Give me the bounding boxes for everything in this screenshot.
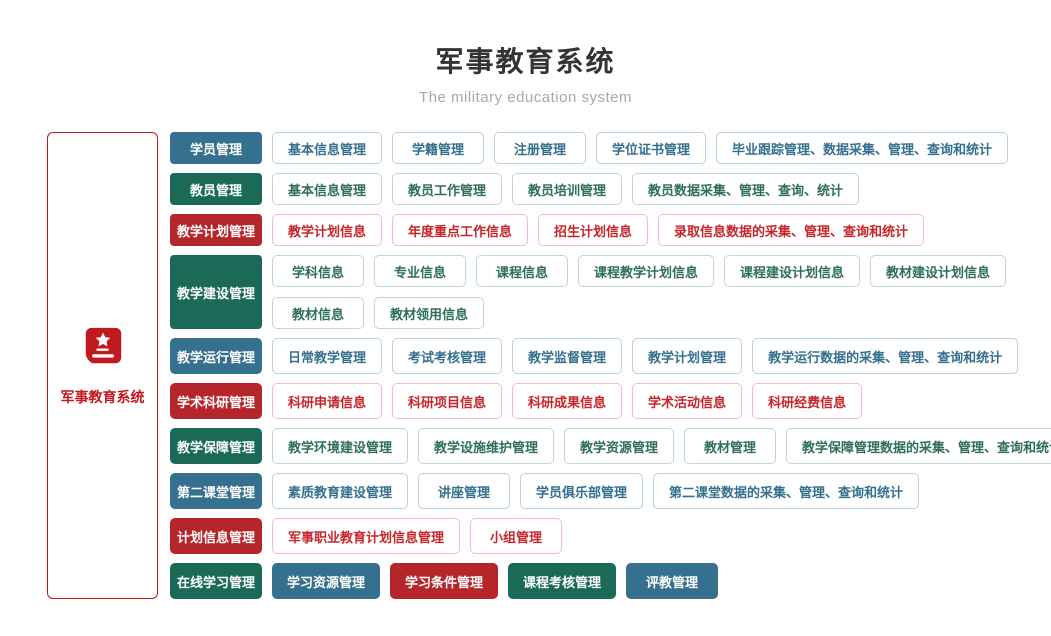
submodule-group: 素质教育建设管理讲座管理学员俱乐部管理第二课堂数据的采集、管理、查询和统计 [272,473,920,509]
module-button[interactable]: 教学建设管理 [170,255,262,329]
submodule-groups: 日常教学管理考试考核管理教学监督管理教学计划管理教学运行数据的采集、管理、查询和… [272,338,1019,374]
submodule-button[interactable]: 教材信息 [272,297,364,329]
submodule-groups: 科研申请信息科研项目信息科研成果信息学术活动信息科研经费信息 [272,383,863,419]
submodule-group: 科研申请信息科研项目信息科研成果信息学术活动信息科研经费信息 [272,383,863,419]
submodule-button[interactable]: 讲座管理 [418,473,511,509]
submodule-button[interactable]: 注册管理 [494,132,587,164]
module-button[interactable]: 在线学习管理 [170,563,262,599]
submodule-button[interactable]: 教员工作管理 [392,173,503,205]
submodule-groups: 教学计划信息年度重点工作信息招生计划信息录取信息数据的采集、管理、查询和统计 [272,214,925,246]
module-button[interactable]: 计划信息管理 [170,518,262,554]
module-row: 教学运行管理日常教学管理考试考核管理教学监督管理教学计划管理教学运行数据的采集、… [170,338,1051,374]
submodule-group: 基本信息管理教员工作管理教员培训管理教员数据采集、管理、查询、统计 [272,173,860,205]
submodule-groups: 军事职业教育计划信息管理小组管理 [272,518,563,554]
submodule-button[interactable]: 日常教学管理 [272,338,383,374]
submodule-button[interactable]: 素质教育建设管理 [272,473,409,509]
module-row: 第二课堂管理素质教育建设管理讲座管理学员俱乐部管理第二课堂数据的采集、管理、查询… [170,473,1051,509]
submodule-button[interactable]: 学术活动信息 [632,383,743,419]
module-row: 教学建设管理学科信息专业信息课程信息课程教学计划信息课程建设计划信息教材建设计划… [170,255,1051,329]
submodule-group: 学习资源管理学习条件管理课程考核管理评教管理 [272,563,719,599]
submodule-groups: 素质教育建设管理讲座管理学员俱乐部管理第二课堂数据的采集、管理、查询和统计 [272,473,920,509]
module-row: 教学计划管理教学计划信息年度重点工作信息招生计划信息录取信息数据的采集、管理、查… [170,214,1051,246]
submodule-group: 教学计划信息年度重点工作信息招生计划信息录取信息数据的采集、管理、查询和统计 [272,214,925,246]
submodule-button[interactable]: 科研项目信息 [392,383,503,419]
module-rows: 学员管理基本信息管理学籍管理注册管理学位证书管理毕业跟踪管理、数据采集、管理、查… [170,132,1051,599]
submodule-group: 日常教学管理考试考核管理教学监督管理教学计划管理教学运行数据的采集、管理、查询和… [272,338,1019,374]
module-button[interactable]: 教学计划管理 [170,214,262,246]
submodule-button[interactable]: 小组管理 [470,518,563,554]
submodule-button[interactable]: 教材领用信息 [374,297,485,329]
submodule-group: 学科信息专业信息课程信息课程教学计划信息课程建设计划信息教材建设计划信息 [272,255,1007,287]
page-subtitle: The military education system [419,89,632,106]
module-row: 教员管理基本信息管理教员工作管理教员培训管理教员数据采集、管理、查询、统计 [170,173,1051,205]
module-row: 教学保障管理教学环境建设管理教学设施维护管理教学资源管理教材管理教学保障管理数据… [170,428,1051,464]
module-button[interactable]: 教员管理 [170,173,262,205]
submodule-button[interactable]: 教员数据采集、管理、查询、统计 [632,173,860,205]
submodule-group: 教材信息教材领用信息 [272,297,1006,329]
submodule-button[interactable]: 教学环境建设管理 [272,428,409,464]
submodule-button[interactable]: 教学保障管理数据的采集、管理、查询和统计 [786,428,1051,464]
submodule-button[interactable]: 军事职业教育计划信息管理 [272,518,461,554]
submodule-button[interactable]: 教学计划管理 [632,338,743,374]
submodule-button[interactable]: 学科信息 [272,255,364,287]
submodule-button[interactable]: 科研成果信息 [512,383,623,419]
submodule-button[interactable]: 课程教学计划信息 [578,255,715,287]
submodule-group: 基本信息管理学籍管理注册管理学位证书管理毕业跟踪管理、数据采集、管理、查询和统计 [272,132,1009,164]
submodule-button[interactable]: 课程建设计划信息 [724,255,861,287]
submodule-button[interactable]: 教学运行数据的采集、管理、查询和统计 [752,338,1019,374]
root-node-label: 军事教育系统 [60,389,145,405]
submodule-button[interactable]: 科研申请信息 [272,383,383,419]
module-button[interactable]: 教学运行管理 [170,338,262,374]
submodule-button[interactable]: 年度重点工作信息 [392,214,529,246]
module-row: 在线学习管理学习资源管理学习条件管理课程考核管理评教管理 [170,563,1051,599]
submodule-button[interactable]: 录取信息数据的采集、管理、查询和统计 [658,214,925,246]
module-row: 学员管理基本信息管理学籍管理注册管理学位证书管理毕业跟踪管理、数据采集、管理、查… [170,132,1051,164]
submodule-button[interactable]: 考试考核管理 [392,338,503,374]
submodule-button[interactable]: 教材管理 [684,428,777,464]
page-title: 军事教育系统 [435,46,616,77]
module-button[interactable]: 学员管理 [170,132,262,164]
module-button[interactable]: 第二课堂管理 [170,473,262,509]
submodule-button[interactable]: 教学计划信息 [272,214,383,246]
submodule-button[interactable]: 教材建设计划信息 [870,255,1007,287]
submodule-groups: 教学环境建设管理教学设施维护管理教学资源管理教材管理教学保障管理数据的采集、管理… [272,428,1051,464]
submodule-button[interactable]: 学习条件管理 [390,563,499,599]
submodule-button[interactable]: 课程考核管理 [508,563,617,599]
submodule-group: 教学环境建设管理教学设施维护管理教学资源管理教材管理教学保障管理数据的采集、管理… [272,428,1051,464]
submodule-button[interactable]: 毕业跟踪管理、数据采集、管理、查询和统计 [716,132,1009,164]
submodule-button[interactable]: 课程信息 [476,255,568,287]
module-button[interactable]: 教学保障管理 [170,428,262,464]
submodule-button[interactable]: 教学资源管理 [564,428,675,464]
book-star-icon [80,324,126,375]
submodule-button[interactable]: 基本信息管理 [272,173,383,205]
submodule-button[interactable]: 招生计划信息 [538,214,649,246]
diagram: 军事教育系统 学员管理基本信息管理学籍管理注册管理学位证书管理毕业跟踪管理、数据… [47,132,1051,599]
submodule-groups: 基本信息管理教员工作管理教员培训管理教员数据采集、管理、查询、统计 [272,173,860,205]
submodule-button[interactable]: 科研经费信息 [752,383,863,419]
module-row: 计划信息管理军事职业教育计划信息管理小组管理 [170,518,1051,554]
submodule-groups: 学习资源管理学习条件管理课程考核管理评教管理 [272,563,719,599]
submodule-groups: 基本信息管理学籍管理注册管理学位证书管理毕业跟踪管理、数据采集、管理、查询和统计 [272,132,1009,164]
submodule-groups: 学科信息专业信息课程信息课程教学计划信息课程建设计划信息教材建设计划信息教材信息… [272,255,1007,329]
submodule-button[interactable]: 教员培训管理 [512,173,623,205]
submodule-button[interactable]: 教学设施维护管理 [418,428,555,464]
system-root-node[interactable]: 军事教育系统 [47,132,158,599]
submodule-button[interactable]: 第二课堂数据的采集、管理、查询和统计 [653,473,920,509]
submodule-button[interactable]: 基本信息管理 [272,132,383,164]
submodule-button[interactable]: 教学监督管理 [512,338,623,374]
submodule-button[interactable]: 学员俱乐部管理 [520,473,644,509]
module-button[interactable]: 学术科研管理 [170,383,262,419]
submodule-button[interactable]: 学籍管理 [392,132,485,164]
submodule-button[interactable]: 评教管理 [626,563,719,599]
header: 军事教育系统 The military education system [0,0,1051,106]
submodule-button[interactable]: 学习资源管理 [272,563,381,599]
submodule-group: 军事职业教育计划信息管理小组管理 [272,518,563,554]
submodule-button[interactable]: 专业信息 [374,255,466,287]
module-row: 学术科研管理科研申请信息科研项目信息科研成果信息学术活动信息科研经费信息 [170,383,1051,419]
submodule-button[interactable]: 学位证书管理 [596,132,707,164]
